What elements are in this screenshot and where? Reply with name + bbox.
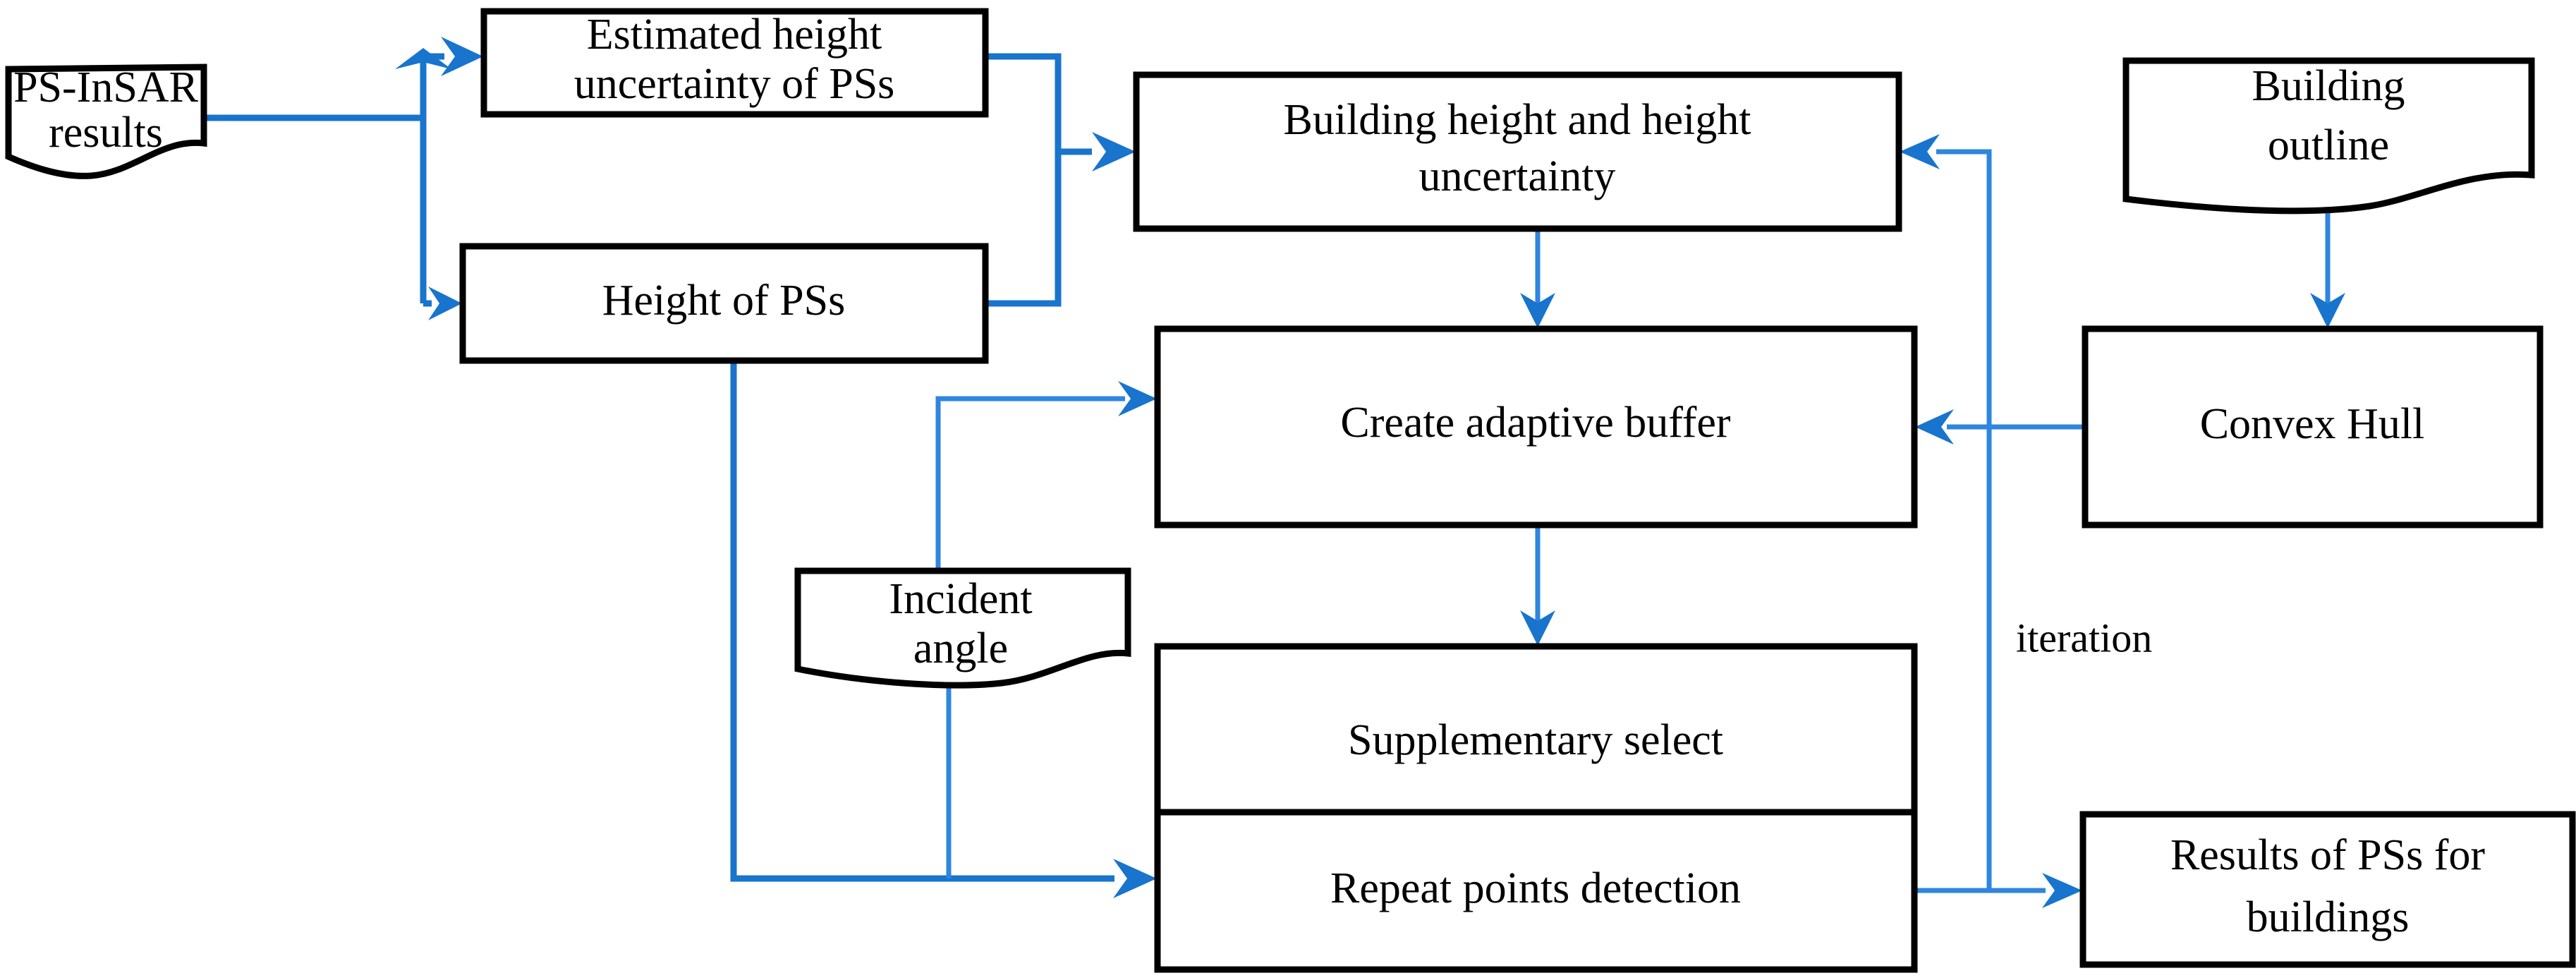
edge-repeat-to-results — [1915, 873, 2082, 908]
arrowhead-supplementary-in — [1520, 610, 1555, 646]
node-ps-insar-results[interactable]: PS-InSAR results — [5, 64, 207, 179]
edge-uncertainty-to-building-height — [986, 53, 1136, 171]
incident-angle-line2: angle — [913, 624, 1008, 672]
ps-insar-results-shape — [5, 64, 207, 179]
edge-building-height-to-buffer — [1520, 229, 1555, 328]
arrowhead-repeat-in-left — [1113, 859, 1157, 898]
edge-results-stubs — [423, 37, 483, 307]
arrowhead-uncertainty-in — [441, 37, 483, 76]
node-building-height-and-uncertainty[interactable]: Building height and height uncertainty — [1133, 71, 1902, 232]
convex-hull-shape — [2082, 325, 2544, 529]
create-adaptive-buffer-line1: Create adaptive buffer — [1340, 399, 1730, 447]
edge-results-to-uncertainty-and-height — [205, 48, 462, 320]
arrowhead-to-height-of-pss — [428, 286, 462, 320]
iteration-edge-label: iteration — [2016, 615, 2152, 660]
estimated-height-uncertainty-line1: Estimated height — [587, 11, 882, 59]
create-adaptive-buffer-shape — [1154, 325, 1918, 529]
building-height-shape — [1133, 71, 1902, 232]
building-outline-line1: Building — [2252, 62, 2405, 110]
height-of-pss-line1: Height of PSs — [602, 277, 845, 325]
edge-buffer-to-supplementary — [1520, 526, 1555, 646]
edge-iteration-feedback — [1900, 134, 1992, 891]
building-height-line2: uncertainty — [1419, 152, 1616, 200]
node-results-of-pss-for-buildings[interactable]: Results of PSs for buildings — [2079, 811, 2576, 968]
incident-angle-line1: Incident — [889, 575, 1032, 623]
node-repeat-points-detection[interactable]: Repeat points detection — [1154, 809, 1918, 973]
edge-outline-to-convex-hull — [2310, 212, 2345, 328]
supplementary-select-line1: Supplementary select — [1348, 716, 1723, 764]
building-height-line1: Building height and height — [1284, 96, 1751, 144]
repeat-points-detection-shape — [1154, 809, 1918, 973]
estimated-height-uncertainty-shape — [480, 8, 989, 118]
arrowhead-buffer-in-right — [1915, 409, 1954, 445]
convex-hull-line1: Convex Hull — [2200, 400, 2425, 448]
arrowhead-convex-hull-in — [2310, 293, 2345, 328]
results-for-buildings-shape — [2079, 811, 2576, 968]
building-outline-shape — [2122, 57, 2535, 215]
supplementary-select-shape — [1154, 643, 1918, 843]
node-building-outline[interactable]: Building outline — [2122, 57, 2535, 215]
arrowhead-buffer-in-top — [1520, 293, 1555, 328]
arrowhead-building-height-in — [1092, 132, 1136, 171]
edge-incident-to-buffer — [935, 381, 1157, 570]
arrowhead-iteration-in — [1900, 134, 1940, 169]
node-incident-angle[interactable]: Incident angle — [794, 567, 1131, 689]
estimated-height-uncertainty-line2: uncertainty of PSs — [574, 60, 895, 108]
edge-height-to-repeat — [730, 361, 1157, 898]
ps-insar-results-line1: PS-InSAR — [13, 64, 199, 111]
arrowhead-buffer-in-left — [1118, 381, 1157, 416]
node-estimated-height-uncertainty[interactable]: Estimated height uncertainty of PSs — [480, 8, 989, 118]
node-convex-hull[interactable]: Convex Hull — [2082, 325, 2544, 529]
incident-angle-shape — [794, 567, 1131, 689]
edge-height-to-building-height — [986, 152, 1062, 307]
ps-insar-results-line2: results — [49, 109, 163, 157]
results-for-buildings-line2: buildings — [2247, 893, 2410, 941]
arrowhead-results-in — [2042, 873, 2082, 908]
building-outline-line2: outline — [2268, 121, 2389, 169]
node-height-of-pss[interactable]: Height of PSs — [459, 243, 989, 364]
node-supplementary-select[interactable]: Supplementary select — [1154, 643, 1918, 843]
repeat-points-detection-line1: Repeat points detection — [1330, 864, 1741, 912]
results-for-buildings-line1: Results of PSs for — [2170, 831, 2485, 879]
node-create-adaptive-buffer[interactable]: Create adaptive buffer — [1154, 325, 1918, 529]
height-of-pss-shape — [459, 243, 989, 364]
edge-convex-hull-to-buffer — [1915, 409, 2084, 445]
